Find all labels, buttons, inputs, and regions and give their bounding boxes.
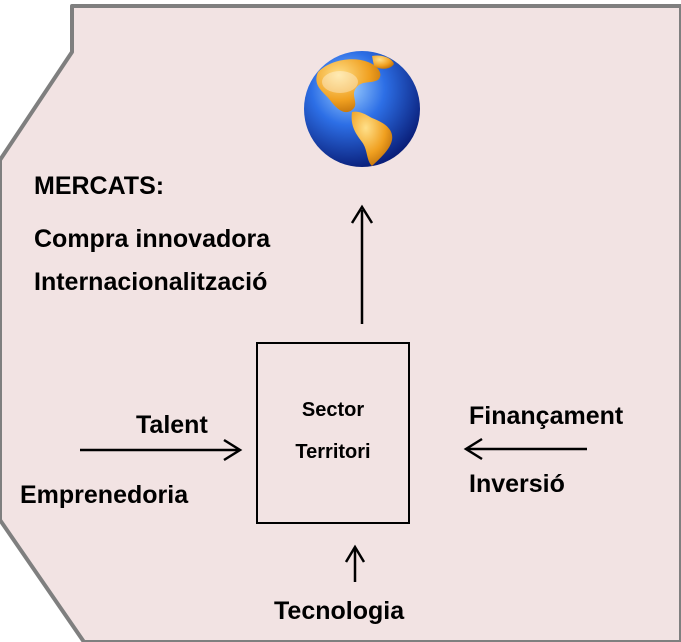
center-label-territori: Territori [295, 441, 371, 463]
label-tecnologia: Tecnologia [274, 597, 405, 625]
label-talent: Talent [136, 411, 208, 439]
label-financament: Finançament [469, 402, 624, 430]
greenland-shape [372, 55, 394, 69]
panel [0, 4, 681, 642]
center-label-sector: Sector [301, 399, 365, 421]
markets-line-innovative-purchase: Compra innovadora [34, 225, 271, 253]
label-emprenedoria: Emprenedoria [20, 481, 189, 509]
south-america-shape [351, 111, 393, 166]
markets-line-internationalization: Internacionalització [34, 268, 268, 296]
arrow-from-financing [463, 437, 587, 461]
arrow-from-technology [344, 544, 366, 582]
arrow-to-markets [350, 204, 374, 324]
markets-title: MERCATS: [34, 172, 165, 200]
globe-icon [304, 51, 420, 167]
sector-territori-box [256, 342, 410, 524]
label-inversio: Inversió [469, 470, 565, 498]
north-america-shape [316, 59, 381, 113]
arrow-from-talent [80, 438, 243, 462]
